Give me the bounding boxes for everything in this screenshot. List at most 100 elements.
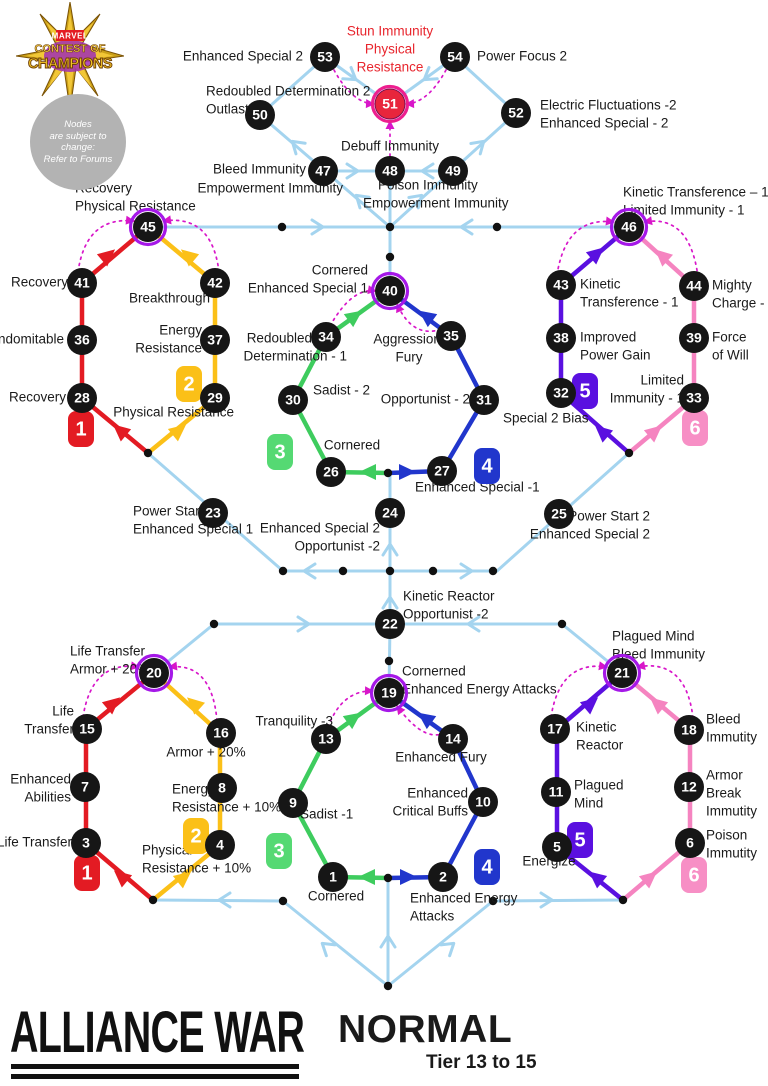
node-2[interactable]: 2	[428, 862, 458, 892]
svg-text:18: 18	[681, 722, 697, 738]
direction-arrow-icon	[459, 562, 474, 580]
direction-arrow-icon	[180, 249, 200, 267]
node-14[interactable]: 14	[438, 724, 468, 754]
path-badge-number: 6	[688, 864, 699, 886]
node-5[interactable]: 5	[542, 832, 572, 862]
node-46[interactable]: 46	[609, 207, 649, 247]
path-badge-3	[267, 434, 293, 470]
node-44[interactable]: 44	[679, 271, 709, 301]
node-7[interactable]: 7	[70, 772, 100, 802]
node-26[interactable]: 26	[316, 457, 346, 487]
node-11[interactable]: 11	[541, 777, 571, 807]
node-36[interactable]: 36	[67, 325, 97, 355]
node-6[interactable]: 6	[675, 828, 705, 858]
node-label: Physical Resistance	[113, 405, 234, 420]
node-label: Opportunist - 2	[381, 392, 470, 407]
node-53[interactable]: 53	[310, 42, 340, 72]
junction-dot	[488, 566, 498, 576]
svg-text:13: 13	[318, 731, 334, 747]
svg-text:20: 20	[146, 665, 162, 681]
node-47[interactable]: 47	[308, 156, 338, 186]
node-50[interactable]: 50	[245, 100, 275, 130]
node-13[interactable]: 13	[311, 724, 341, 754]
node-25[interactable]: 25	[544, 499, 574, 529]
node-20[interactable]: 20	[134, 653, 174, 693]
node-38[interactable]: 38	[546, 323, 576, 353]
junction-dot	[278, 896, 288, 906]
path-badge-1	[74, 855, 100, 891]
node-8[interactable]: 8	[207, 773, 237, 803]
note-line: Nodes	[64, 119, 92, 130]
node-52[interactable]: 52	[501, 98, 531, 128]
node-22[interactable]: 22	[375, 609, 405, 639]
direction-arrow-icon	[420, 162, 435, 180]
junction-dot	[385, 222, 395, 232]
node-10[interactable]: 10	[468, 787, 498, 817]
node-label: Indomitable	[0, 332, 64, 347]
node-48[interactable]: 48	[375, 156, 405, 186]
boss-link-arrowhead	[605, 216, 615, 226]
node-43[interactable]: 43	[546, 270, 576, 300]
node-3[interactable]: 3	[71, 828, 101, 858]
node-51[interactable]: 51	[370, 84, 410, 124]
node-9[interactable]: 9	[278, 788, 308, 818]
node-label: Sadist - 2	[313, 383, 370, 398]
node-49[interactable]: 49	[438, 156, 468, 186]
node-29[interactable]: 29	[200, 383, 230, 413]
direction-arrow-icon	[400, 869, 417, 885]
svg-text:36: 36	[74, 332, 90, 348]
boss-link-arc	[168, 665, 218, 722]
direction-arrow-icon	[187, 697, 206, 715]
node-18[interactable]: 18	[674, 715, 704, 745]
node-27[interactable]: 27	[427, 456, 457, 486]
node-33[interactable]: 33	[679, 383, 709, 413]
node-16[interactable]: 16	[206, 718, 236, 748]
junction-dot	[209, 619, 219, 629]
node-42[interactable]: 42	[200, 268, 230, 298]
node-1[interactable]: 1	[318, 862, 348, 892]
svg-text:27: 27	[434, 463, 450, 479]
node-35[interactable]: 35	[436, 321, 466, 351]
svg-text:39: 39	[686, 330, 702, 346]
node-40[interactable]: 40	[370, 271, 410, 311]
node-32[interactable]: 32	[546, 378, 576, 408]
boss-link-arc	[77, 219, 135, 273]
node-12[interactable]: 12	[674, 772, 704, 802]
svg-text:51: 51	[382, 96, 398, 112]
path-badge-number: 1	[81, 862, 92, 884]
node-label: Breakthrough	[129, 291, 210, 306]
direction-arrow-icon	[359, 464, 376, 480]
svg-text:45: 45	[140, 219, 156, 235]
node-15[interactable]: 15	[72, 714, 102, 744]
direction-arrow-icon	[167, 424, 187, 442]
direction-arrow-icon	[638, 871, 658, 889]
svg-text:42: 42	[207, 275, 223, 291]
node-30[interactable]: 30	[278, 385, 308, 415]
node-45[interactable]: 45	[128, 207, 168, 247]
node-21[interactable]: 21	[602, 653, 642, 693]
node-34[interactable]: 34	[311, 322, 341, 352]
node-37[interactable]: 37	[200, 325, 230, 355]
node-19[interactable]: 19	[369, 673, 409, 713]
node-39[interactable]: 39	[679, 323, 709, 353]
node-31[interactable]: 31	[469, 385, 499, 415]
path-badge-4	[474, 849, 500, 885]
svg-text:6: 6	[686, 835, 694, 851]
direction-arrow-icon	[655, 249, 674, 267]
node-24[interactable]: 24	[375, 498, 405, 528]
node-17[interactable]: 17	[540, 714, 570, 744]
node-label: Power Focus 2	[477, 49, 567, 64]
node-23[interactable]: 23	[198, 498, 228, 528]
node-54[interactable]: 54	[440, 42, 470, 72]
node-41[interactable]: 41	[67, 268, 97, 298]
node-4[interactable]: 4	[205, 830, 235, 860]
node-28[interactable]: 28	[67, 383, 97, 413]
junction-dot	[618, 895, 628, 905]
